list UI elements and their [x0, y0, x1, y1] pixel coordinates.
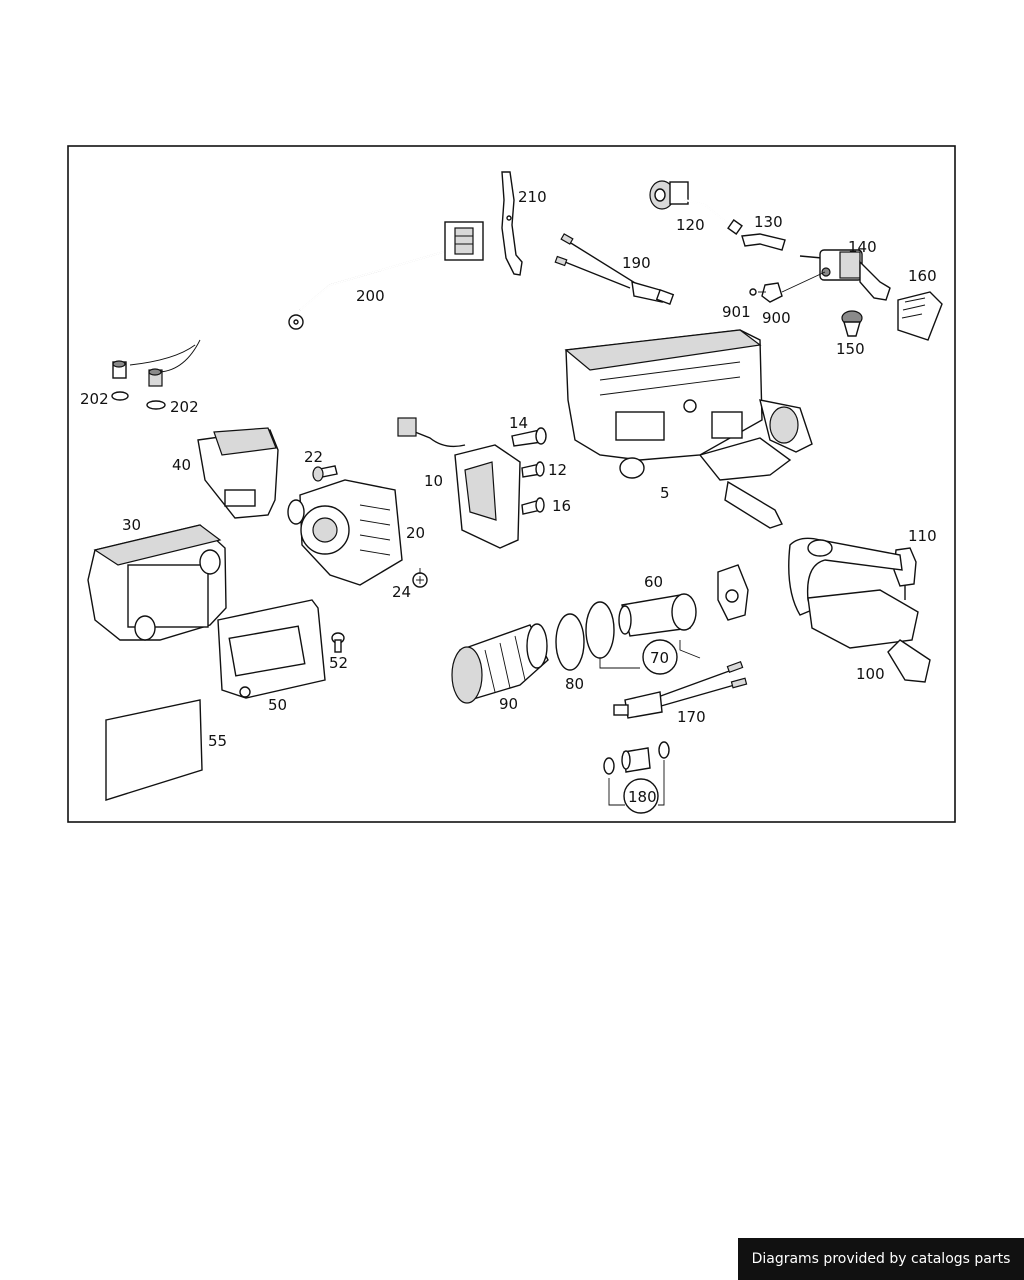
label-10: 10	[424, 472, 443, 490]
part-60-tube[interactable]	[618, 564, 749, 637]
label-22: 22	[304, 448, 323, 466]
label-16: 16	[552, 497, 571, 515]
part-150-grommet[interactable]	[841, 310, 863, 337]
label-80: 80	[565, 675, 584, 693]
part-40-cover[interactable]	[197, 427, 279, 519]
part-12-screw[interactable]	[521, 461, 545, 478]
label-160: 160	[908, 267, 937, 285]
part-50-plate[interactable]	[217, 599, 326, 699]
label-200: 200	[356, 287, 385, 305]
label-110: 110	[908, 527, 937, 545]
label-120: 120	[676, 216, 705, 234]
part-14-screw[interactable]	[511, 427, 547, 447]
part-130-hose[interactable]	[741, 233, 786, 251]
part-160-clamp[interactable]	[897, 291, 943, 341]
part-10-control-unit[interactable]	[397, 417, 521, 549]
label-24: 24	[392, 583, 411, 601]
part-labels: 210 200 202 202 120 130 140 160 190 901 …	[80, 188, 937, 806]
part-202-fittings[interactable]	[111, 360, 166, 410]
part-170-glow-plug[interactable]	[613, 661, 748, 719]
part-24-screw[interactable]	[412, 572, 428, 588]
label-12: 12	[548, 461, 567, 479]
leader-lines	[419, 291, 766, 574]
part-70-callout	[599, 639, 701, 675]
part-190-sensor[interactable]	[554, 233, 675, 305]
label-20: 20	[406, 524, 425, 542]
part-5-heater-unit[interactable]	[564, 329, 813, 529]
diagram-frame	[67, 145, 956, 823]
part-200-harness[interactable]	[129, 221, 484, 373]
label-202-left: 202	[80, 390, 109, 408]
part-80-gaskets[interactable]	[555, 601, 615, 671]
label-30: 30	[122, 516, 141, 534]
label-190: 190	[622, 254, 651, 272]
part-180-sleeve[interactable]	[603, 741, 670, 814]
label-5: 5	[660, 484, 670, 502]
label-40: 40	[172, 456, 191, 474]
label-90: 90	[499, 695, 518, 713]
part-20-blower[interactable]	[287, 479, 403, 586]
footer-credit: Diagrams provided by catalogs parts	[738, 1238, 1024, 1280]
part-22-screw[interactable]	[312, 465, 338, 482]
label-140: 140	[848, 238, 877, 256]
label-55: 55	[208, 732, 227, 750]
label-900: 900	[762, 309, 791, 327]
label-202-right: 202	[170, 398, 199, 416]
label-130: 130	[754, 213, 783, 231]
part-210-bracket[interactable]	[501, 171, 523, 276]
part-140-fuel-pump[interactable]	[799, 249, 891, 301]
label-60: 60	[644, 573, 663, 591]
label-901: 901	[722, 303, 751, 321]
part-90-burner[interactable]	[451, 623, 549, 704]
part-30-housing[interactable]	[87, 524, 227, 641]
part-55-label[interactable]	[105, 699, 203, 801]
label-100: 100	[856, 665, 885, 683]
label-14: 14	[509, 414, 528, 432]
label-210: 210	[518, 188, 547, 206]
label-52: 52	[329, 654, 348, 672]
label-70: 70	[650, 649, 669, 667]
part-120-fuel-line[interactable]	[649, 180, 743, 235]
part-100-muffler[interactable]	[788, 537, 931, 683]
label-150: 150	[836, 340, 865, 358]
part-52-screw[interactable]	[331, 632, 345, 653]
label-50: 50	[268, 696, 287, 714]
part-16-screw[interactable]	[521, 497, 545, 515]
label-180: 180	[628, 788, 657, 806]
part-900-901-connector[interactable]	[749, 271, 826, 303]
label-170: 170	[677, 708, 706, 726]
